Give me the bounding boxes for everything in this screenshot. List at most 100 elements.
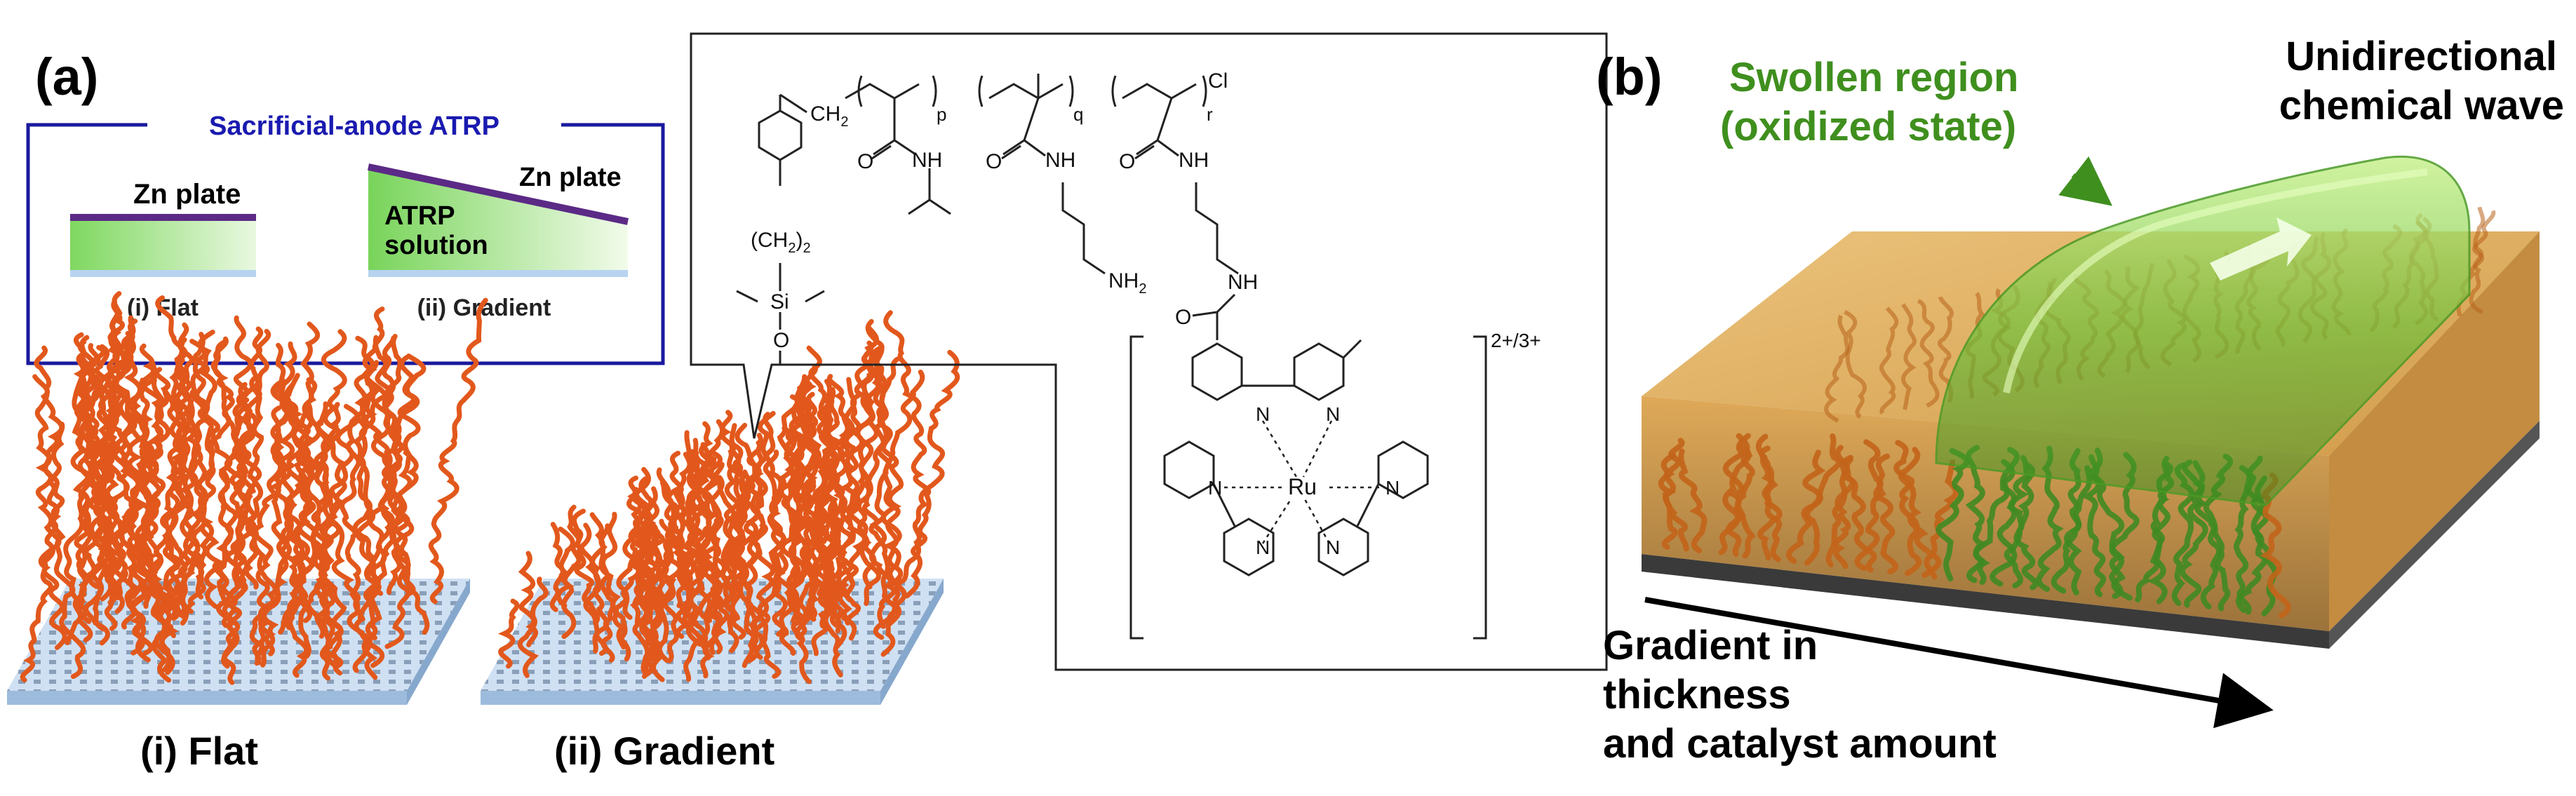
polymer-chain	[817, 408, 843, 677]
ru-co-double	[1134, 144, 1155, 160]
amine-o-label: O	[986, 150, 1002, 173]
gel-fiber	[2013, 463, 2039, 591]
polymer-chain	[825, 398, 854, 649]
si-bond-left	[736, 290, 758, 303]
si-label: Si	[770, 290, 789, 313]
polymer-chain	[260, 382, 311, 668]
polymer-chain	[549, 522, 565, 612]
gradient-zn-plate	[367, 163, 629, 225]
flat-substrate-side	[407, 579, 470, 705]
polymer-chain	[95, 347, 127, 631]
gel-fiber	[1735, 433, 1757, 559]
gel-fiber-back	[2469, 206, 2486, 315]
ru-amide-nh-label: NH	[1228, 271, 1258, 294]
n-label-2: N	[1326, 403, 1340, 425]
ru-amide-o	[1192, 311, 1218, 317]
ru-center-label: Ru	[1288, 474, 1317, 499]
nipam-co	[873, 139, 895, 156]
ch2-bond	[779, 93, 807, 114]
complex-bracket-left	[1129, 335, 1143, 640]
gradient-substrate	[368, 270, 628, 277]
oxidized-state-label: (oxidized state)	[1720, 104, 2016, 149]
polymer-chain	[666, 486, 702, 682]
polymer-chain	[497, 598, 520, 669]
gel-fiber	[1844, 457, 1877, 573]
upper-bpy-ring-right	[1293, 342, 1345, 401]
unidirectional-label: Unidirectional	[2286, 34, 2557, 79]
complex-bracket-right	[1473, 335, 1487, 640]
nipam-o-label: O	[857, 150, 873, 173]
nipam-ipr-l	[908, 198, 930, 215]
polymer-chain	[868, 370, 925, 657]
nipam-ipr-r	[929, 198, 951, 215]
polymer-chain	[128, 343, 156, 609]
gel-fiber	[2064, 465, 2093, 595]
polymer-chain	[279, 341, 304, 630]
amine-bond-1	[1023, 97, 1040, 141]
polymer-chain	[315, 416, 344, 676]
swollen-region-label: Swollen region	[1729, 55, 2019, 100]
n-label-3: N	[1208, 477, 1222, 499]
lower-left-ring-b	[1223, 518, 1275, 576]
panel-a-label: (a)	[35, 48, 98, 106]
ru-co	[1136, 139, 1158, 156]
ru-amide-o-label: O	[1175, 306, 1191, 329]
polymer-chain	[518, 551, 539, 647]
polymer-chain	[599, 511, 618, 663]
polymer-chain	[571, 508, 601, 626]
polymer-chain	[88, 291, 123, 589]
polymer-chain	[873, 349, 960, 640]
nipam-co-double	[871, 144, 892, 160]
gel-fiber	[1893, 440, 1922, 576]
polymer-chain	[840, 325, 879, 590]
solution-label: solution	[384, 231, 488, 260]
ch2-label: CH2	[810, 102, 848, 130]
o-anchor-label: O	[773, 329, 789, 352]
n-label-4: N	[1386, 477, 1400, 499]
upper-bpy-methyl	[1342, 339, 1362, 359]
polymer-chain	[817, 379, 857, 641]
inset-title: Sacrificial-anode ATRP	[209, 112, 499, 141]
backbone-bracket-q	[978, 75, 1074, 107]
gel-fiber-back	[1824, 314, 1850, 423]
charge-label: 2+/3+	[1491, 330, 1541, 351]
gel-fiber-back	[1879, 306, 1899, 414]
polymer-chain	[154, 367, 185, 630]
coordination-bonds	[1224, 420, 1386, 544]
ru-chain-nh-label: NH	[1179, 149, 1209, 172]
gel-fiber	[1662, 438, 1689, 552]
polymer-chain	[589, 512, 631, 662]
polymer-chain	[217, 326, 264, 628]
flat-polymer-brushes	[20, 291, 488, 685]
chemical-structure-callout	[690, 32, 1608, 671]
polymer-chain	[839, 353, 876, 626]
gradient-solution	[368, 168, 628, 270]
ru-cn	[1157, 139, 1179, 157]
nh2-label: NH2	[1108, 269, 1146, 297]
wave-direction-arrow	[2210, 217, 2312, 281]
gel-fiber	[1722, 433, 1750, 557]
cl-label: Cl	[1208, 69, 1228, 93]
polymer-chain	[428, 297, 488, 605]
dome-ridge	[2003, 168, 2428, 393]
inset-title-backing	[147, 109, 561, 144]
polymer-chain	[74, 335, 103, 624]
flat-setup: Zn plate (i) Flat	[70, 179, 256, 321]
gradient-substrate-front	[481, 691, 880, 705]
amine-cn	[1024, 139, 1046, 157]
catalyst-amount-label: and catalyst amount	[1603, 721, 1997, 767]
n-label-1: N	[1256, 403, 1270, 425]
polymer-chain	[314, 329, 347, 602]
polymer-chain	[340, 381, 376, 673]
polymer-backbone	[845, 83, 1197, 100]
polymer-chain	[121, 315, 153, 600]
subscript-q: q	[1073, 104, 1083, 125]
gradient-brush-caption: (ii) Gradient	[554, 729, 774, 773]
polymer-chain	[20, 421, 65, 683]
gel-fiber	[1678, 448, 1708, 553]
flat-substrate-front	[7, 691, 407, 705]
gel-fiber	[1804, 433, 1842, 566]
polymer-chain	[366, 387, 402, 668]
gel-fiber	[1863, 439, 1898, 574]
sacrificial-anode-inset: Sacrificial-anode ATRP Zn plate (i) Flat…	[26, 109, 665, 365]
